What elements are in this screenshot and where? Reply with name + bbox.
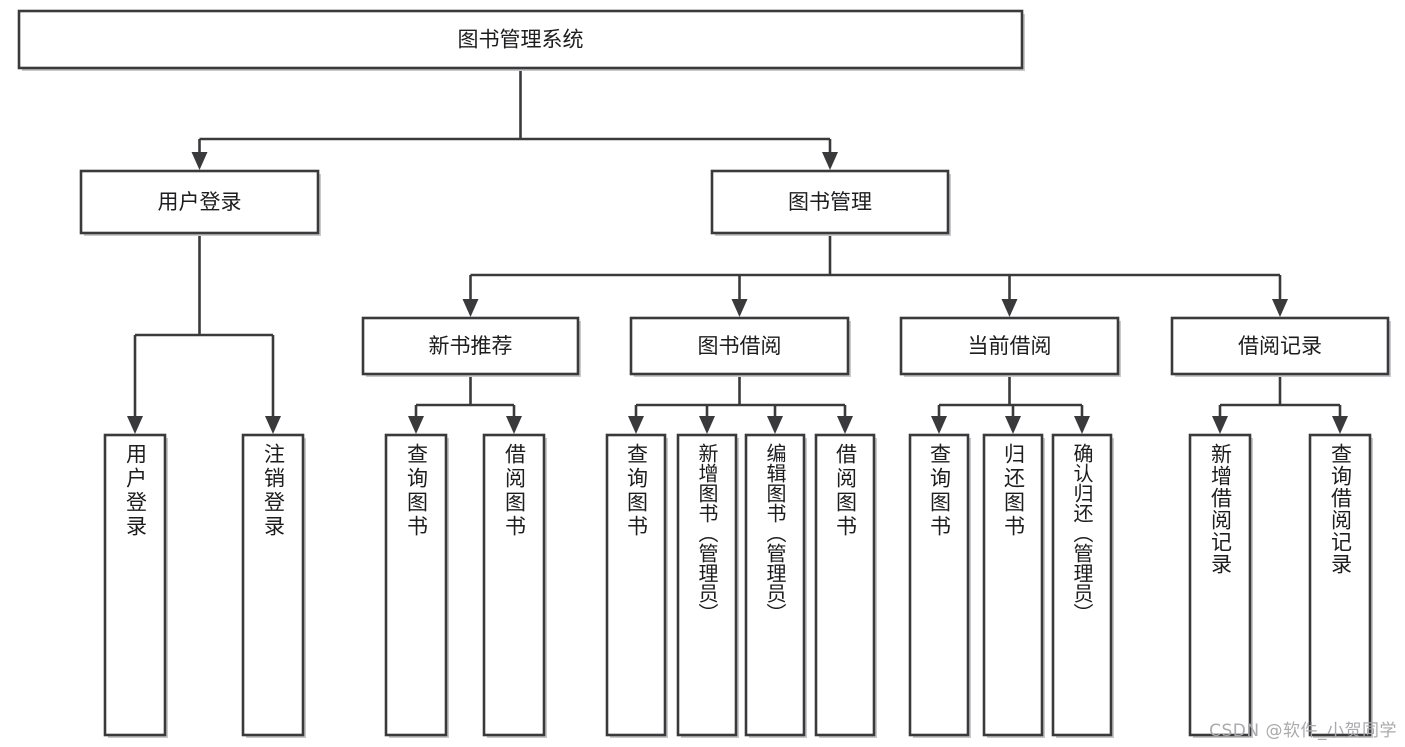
node-user-login[interactable] bbox=[79, 169, 320, 235]
arrow-head-icon bbox=[265, 416, 281, 434]
arrow-head-icon bbox=[127, 416, 143, 434]
arrow-head-icon bbox=[931, 416, 947, 434]
leaf-leaf-borrow-book-1[interactable] bbox=[482, 433, 546, 737]
arrow-head-icon bbox=[506, 416, 522, 434]
node-book-borrow[interactable] bbox=[629, 316, 850, 376]
connectors-layer bbox=[127, 68, 1348, 434]
arrow-head-icon bbox=[191, 152, 208, 170]
leaf-leaf-edit-book[interactable] bbox=[744, 433, 806, 737]
arrow-head-icon bbox=[699, 416, 715, 434]
arrow-head-icon bbox=[1001, 299, 1018, 317]
boxes-layer bbox=[17, 9, 1391, 738]
leaf-leaf-confirm-return[interactable] bbox=[1051, 433, 1113, 737]
node-current-borrow[interactable] bbox=[899, 316, 1120, 376]
arrow-head-icon bbox=[628, 416, 644, 434]
leaf-leaf-query-book-1[interactable] bbox=[384, 433, 448, 737]
node-borrow-record[interactable] bbox=[1170, 316, 1390, 376]
arrow-head-icon bbox=[731, 299, 748, 317]
leaf-leaf-borrow-book-2[interactable] bbox=[814, 433, 876, 737]
leaf-leaf-user-login[interactable] bbox=[103, 433, 167, 737]
node-borrow-record-label: 借阅记录 bbox=[1238, 334, 1322, 358]
node-book-manage-label: 图书管理 bbox=[788, 190, 872, 214]
leaf-leaf-add-book[interactable] bbox=[676, 433, 738, 737]
node-user-login-label: 用户登录 bbox=[158, 190, 242, 214]
arrow-head-icon bbox=[1074, 416, 1090, 434]
node-new-book-recommend-label: 新书推荐 bbox=[429, 334, 513, 358]
arrow-head-icon bbox=[1332, 416, 1348, 434]
leaf-leaf-query-book-3[interactable] bbox=[908, 433, 970, 737]
node-new-book-recommend[interactable] bbox=[361, 316, 580, 376]
node-current-borrow-label: 当前借阅 bbox=[968, 334, 1052, 358]
node-root[interactable] bbox=[17, 9, 1024, 70]
watermark: CSDN @软件_小贺同学 bbox=[1209, 721, 1397, 741]
arrow-head-icon bbox=[767, 416, 783, 434]
leaf-leaf-query-book-2[interactable] bbox=[605, 433, 667, 737]
leaf-leaf-return-book[interactable] bbox=[982, 433, 1044, 737]
node-book-borrow-label: 图书借阅 bbox=[698, 334, 782, 358]
leaf-leaf-add-record[interactable] bbox=[1188, 433, 1252, 737]
leaf-leaf-query-record[interactable] bbox=[1308, 433, 1372, 737]
arrow-head-icon bbox=[1212, 416, 1228, 434]
leaf-leaf-user-logout[interactable] bbox=[241, 433, 305, 737]
arrow-head-icon bbox=[822, 152, 838, 170]
arrow-head-icon bbox=[462, 299, 479, 317]
arrow-head-icon bbox=[408, 416, 424, 434]
arrow-head-icon bbox=[1005, 416, 1021, 434]
arrow-head-icon bbox=[1272, 299, 1288, 317]
arrow-head-icon bbox=[837, 416, 853, 434]
node-root-label: 图书管理系统 bbox=[458, 28, 584, 52]
node-book-manage[interactable] bbox=[710, 169, 950, 235]
